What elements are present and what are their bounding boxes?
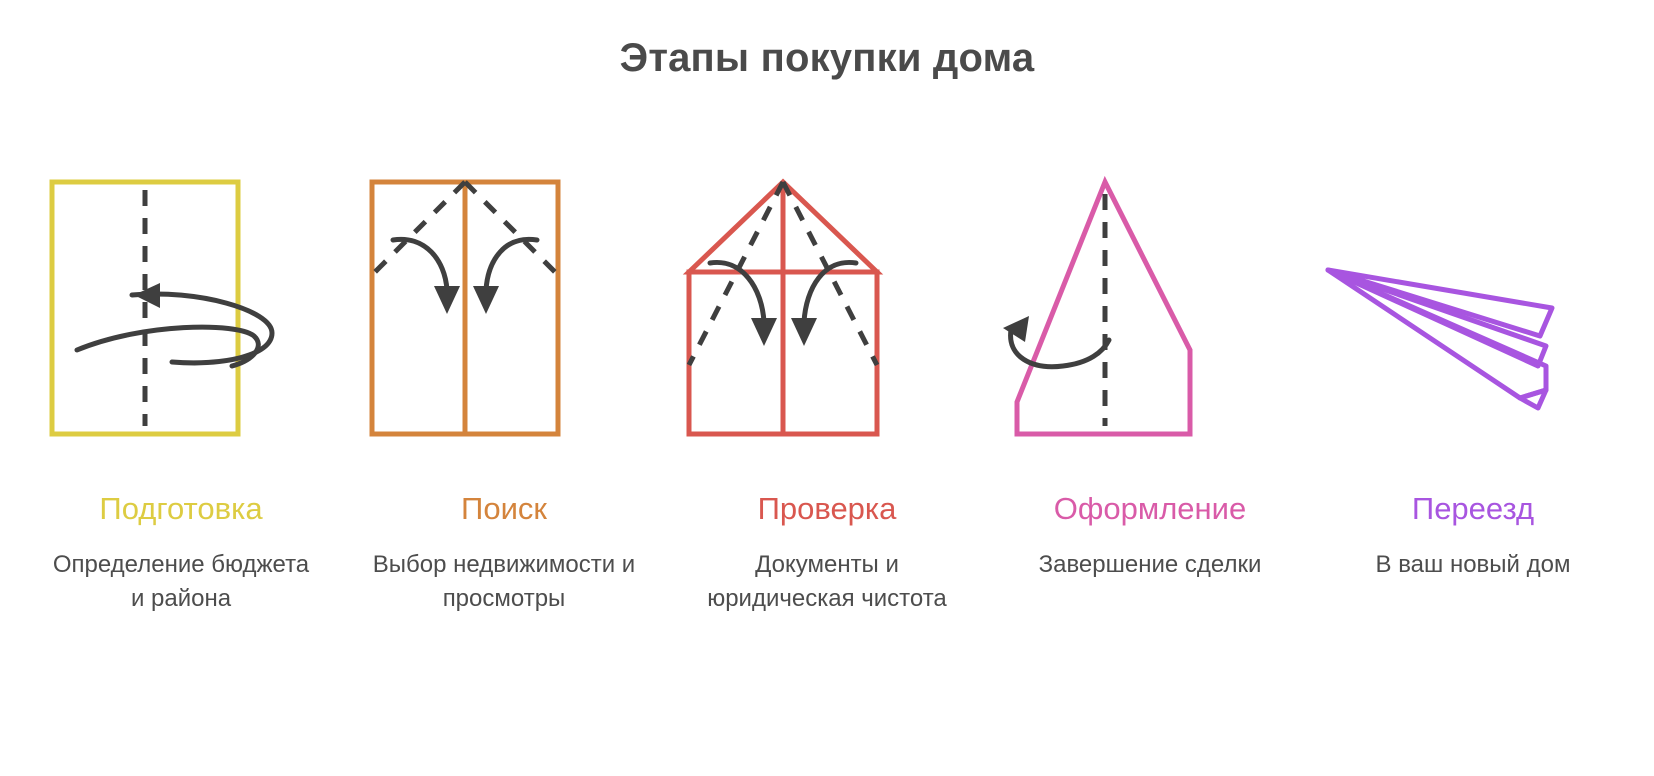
flip-arrowhead <box>1003 316 1029 342</box>
step-label-deal: Оформление <box>1053 491 1247 526</box>
step-caption-move: В ваш новый дом <box>1375 551 1571 579</box>
step-preparation: Подготовка Определение бюджета и района <box>22 150 340 616</box>
steps-row: Подготовка Определение бюджета и района … <box>0 150 1654 616</box>
step-label-check: Проверка <box>757 491 897 526</box>
fold-arrows <box>390 236 540 293</box>
fold-arrowhead-right <box>791 318 817 346</box>
flip-arrowhead <box>134 283 160 308</box>
step-caption-search: Выбор недвижимости и просмотры <box>372 551 636 613</box>
figure-paper-plane <box>1325 267 1555 411</box>
step-search: Поиск Выбор недвижимости и просмотры <box>345 150 663 616</box>
flip-arrow <box>1008 327 1112 370</box>
paper-plane-outline <box>1325 267 1555 411</box>
figure-folded-paper-rectangle-flip <box>49 179 275 437</box>
step-move: Переезд В ваш новый дом <box>1314 150 1632 582</box>
fold-arrowhead-left <box>434 286 460 314</box>
step-label-move: Переезд <box>1411 491 1535 526</box>
flip-arrow <box>74 291 275 369</box>
diagonal-fold-dashed-lines <box>370 180 560 277</box>
fold-arrows <box>707 259 859 325</box>
figure-folded-paper-kite-flip <box>1003 175 1193 437</box>
step-check: Проверка Документы и юридическая чистота <box>668 150 986 616</box>
figure-folded-paper-house <box>682 178 884 437</box>
fold-arrowhead-right <box>473 286 499 314</box>
step-label-preparation: Подготовка <box>99 491 263 526</box>
step-deal: Оформление Завершение сделки <box>991 150 1309 582</box>
figure-folded-paper-corners-down <box>369 179 561 437</box>
step-caption-deal: Завершение сделки <box>1038 551 1262 579</box>
page-title: Этапы покупки дома <box>619 36 1035 80</box>
fold-arrowhead-left <box>751 318 777 346</box>
diagonal-fold-dashed-lines <box>686 180 880 367</box>
step-caption-check: Документы и юридическая чистота <box>707 551 947 613</box>
step-caption-preparation: Определение бюджета и района <box>52 551 310 613</box>
step-label-search: Поиск <box>461 491 547 526</box>
